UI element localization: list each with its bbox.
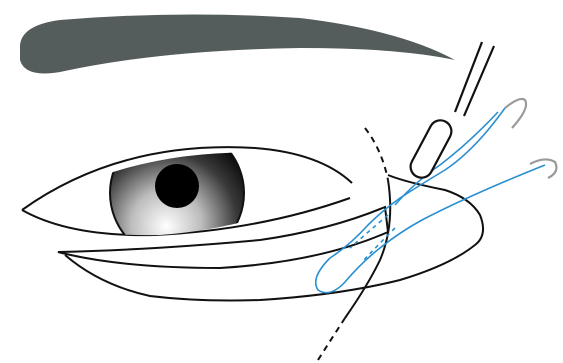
pupil-circle bbox=[155, 164, 199, 208]
needle-end-upper-icon bbox=[505, 99, 526, 128]
dashed-incision-lower bbox=[318, 318, 345, 360]
eyebrow-shape bbox=[20, 14, 455, 73]
dashed-incision-upper bbox=[365, 128, 388, 180]
forceps-icon bbox=[407, 42, 494, 182]
iris-group bbox=[110, 126, 244, 260]
tissue-cut-line bbox=[345, 180, 390, 318]
